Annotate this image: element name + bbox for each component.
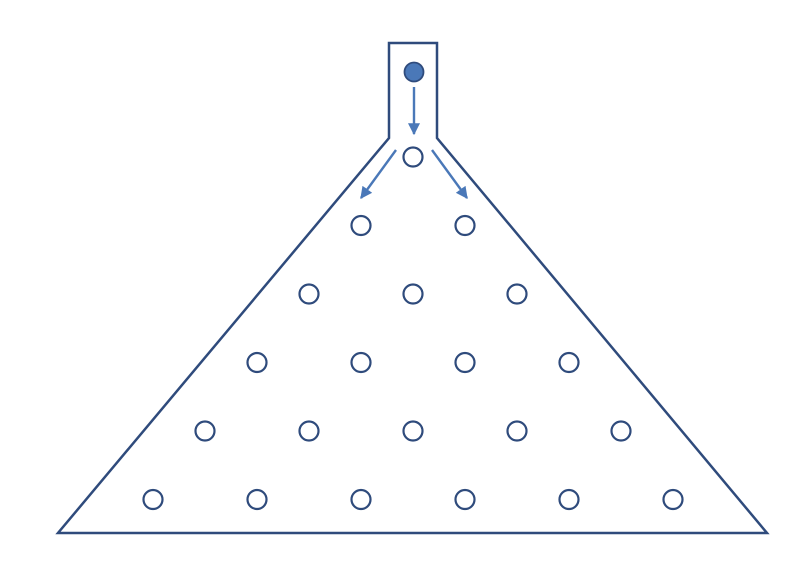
- peg: [558, 351, 580, 374]
- peg: [402, 283, 424, 305]
- arrow-down-right: [431, 149, 468, 199]
- peg: [402, 146, 424, 168]
- peg: [506, 283, 528, 305]
- peg: [662, 488, 684, 511]
- peg: [558, 488, 580, 511]
- peg: [610, 420, 632, 442]
- board-outline: [55, 41, 770, 535]
- peg: [454, 488, 476, 511]
- peg: [350, 488, 372, 511]
- peg: [246, 488, 268, 511]
- peg: [142, 488, 164, 511]
- peg: [298, 283, 320, 305]
- ball: [403, 61, 425, 83]
- peg: [402, 420, 424, 442]
- peg: [454, 351, 476, 374]
- peg: [454, 214, 476, 237]
- peg: [298, 420, 320, 442]
- peg: [194, 420, 216, 442]
- peg: [506, 420, 528, 442]
- peg: [350, 351, 372, 374]
- peg-grid: [142, 146, 684, 511]
- arrow-down-left: [360, 149, 397, 199]
- peg: [246, 351, 268, 374]
- peg: [350, 214, 372, 237]
